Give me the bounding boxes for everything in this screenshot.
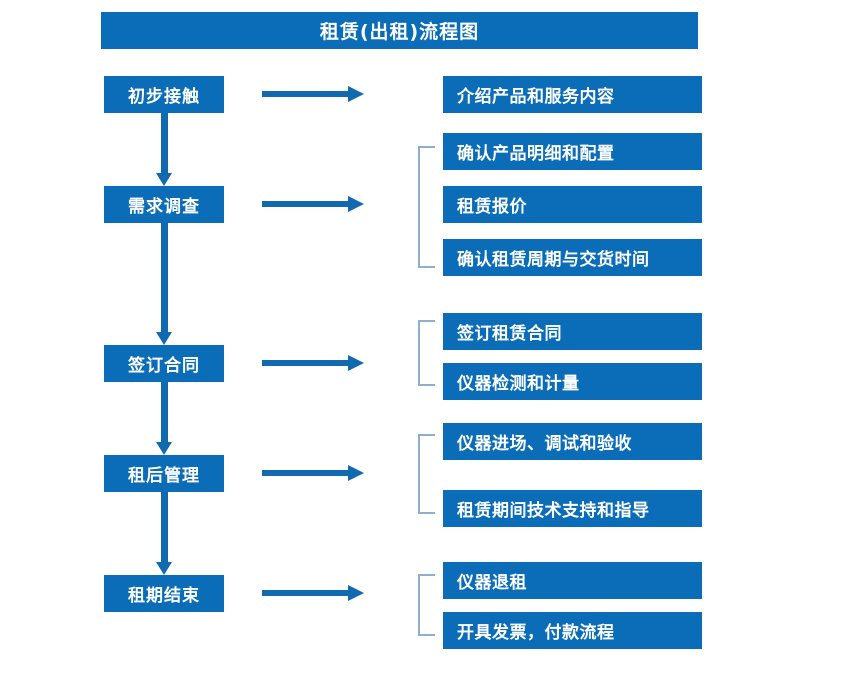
arrow-shaft — [262, 91, 350, 97]
group-bracket — [418, 320, 435, 386]
detail-box[interactable]: 仪器检测和计量 — [443, 363, 702, 400]
flow-arrow-down-icon — [155, 492, 173, 575]
detail-box[interactable]: 仪器退租 — [443, 562, 702, 599]
arrow-shaft — [262, 470, 350, 476]
arrow-head — [156, 562, 172, 575]
detail-box[interactable]: 租赁报价 — [443, 186, 702, 223]
stage-box[interactable]: 需求调查 — [104, 186, 224, 223]
arrow-head — [348, 465, 364, 481]
flow-arrow-down-icon — [155, 113, 173, 186]
stage-box[interactable]: 租期结束 — [104, 575, 224, 612]
stage-box[interactable]: 租后管理 — [104, 455, 224, 492]
arrow-head — [348, 585, 364, 601]
detail-box[interactable]: 签订租赁合同 — [443, 313, 702, 350]
stage-box[interactable]: 签订合同 — [104, 345, 224, 382]
detail-box[interactable]: 确认租赁周期与交货时间 — [443, 239, 702, 276]
detail-box[interactable]: 租赁期间技术支持和指导 — [443, 490, 702, 527]
flow-arrow-down-icon — [155, 223, 173, 345]
detail-box[interactable]: 仪器进场、调试和验收 — [443, 423, 702, 460]
flow-arrow-right-icon — [262, 85, 364, 103]
detail-box[interactable]: 介绍产品和服务内容 — [443, 76, 702, 113]
group-bracket — [418, 574, 435, 636]
arrow-head — [156, 332, 172, 345]
flow-arrow-down-icon — [155, 382, 173, 455]
arrow-shaft — [161, 382, 168, 443]
arrow-shaft — [262, 590, 350, 596]
arrow-shaft — [262, 201, 350, 207]
flow-arrow-right-icon — [262, 195, 364, 213]
stage-box[interactable]: 初步接触 — [104, 76, 224, 113]
arrow-shaft — [161, 492, 168, 563]
group-bracket — [418, 434, 435, 514]
flow-arrow-right-icon — [262, 464, 364, 482]
arrow-shaft — [262, 360, 350, 366]
detail-box[interactable]: 确认产品明细和配置 — [443, 133, 702, 170]
detail-box[interactable]: 开具发票，付款流程 — [443, 612, 702, 649]
flow-arrow-right-icon — [262, 584, 364, 602]
arrow-head — [348, 196, 364, 212]
arrow-head — [348, 355, 364, 371]
page-title: 租赁(出租)流程图 — [101, 12, 698, 49]
arrow-shaft — [161, 113, 168, 174]
group-bracket — [418, 146, 435, 268]
arrow-shaft — [161, 223, 168, 333]
arrow-head — [348, 86, 364, 102]
flow-arrow-right-icon — [262, 354, 364, 372]
arrow-head — [156, 442, 172, 455]
arrow-head — [156, 173, 172, 186]
